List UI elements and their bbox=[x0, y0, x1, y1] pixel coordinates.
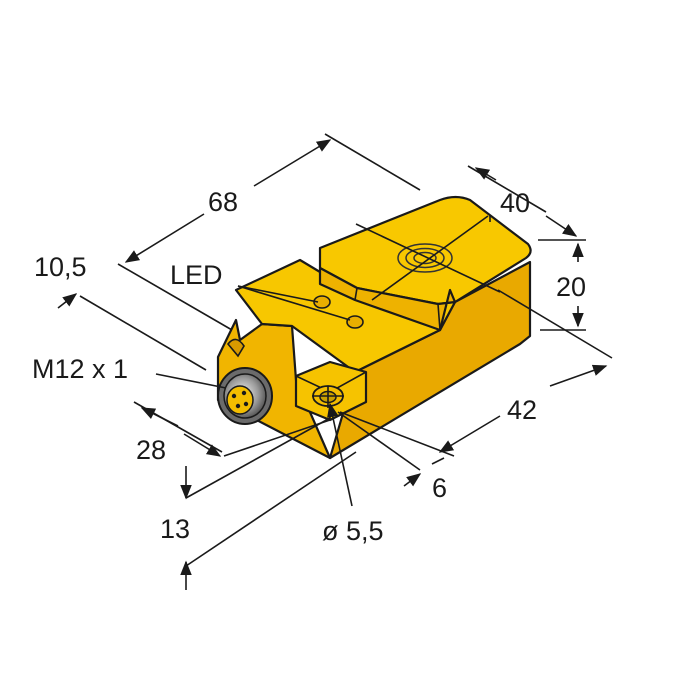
label-hole-diameter: ø 5,5 bbox=[322, 516, 384, 546]
diameter-leader bbox=[327, 402, 353, 507]
m12-connector-icon bbox=[217, 367, 273, 425]
led-leader-1 bbox=[237, 285, 319, 303]
led-leader-2 bbox=[237, 285, 351, 321]
dim-40-b bbox=[545, 215, 578, 237]
dimension-labels: 68 40 20 42 10,5 LED M12 x 1 28 6 ø 5,5 … bbox=[32, 187, 586, 546]
led-2 bbox=[346, 315, 364, 329]
ext-line-68-right bbox=[324, 133, 421, 191]
dimension-lines bbox=[57, 133, 613, 590]
label-hole-inset: 6 bbox=[432, 473, 447, 503]
dim-68-a bbox=[124, 213, 205, 263]
dim-6-tick bbox=[431, 457, 445, 465]
dim-28-a bbox=[140, 407, 179, 427]
dim-40-a bbox=[474, 167, 497, 181]
sensing-target-icon bbox=[355, 215, 501, 301]
step-edge-line bbox=[354, 287, 358, 301]
dim-42-a bbox=[438, 415, 501, 453]
label-length: 68 bbox=[208, 187, 238, 217]
ext-line-6 bbox=[337, 411, 421, 471]
label-mount-height: 13 bbox=[160, 514, 190, 544]
label-width: 40 bbox=[500, 188, 530, 218]
ext-line-10-5 bbox=[79, 295, 207, 371]
dim-42-b bbox=[549, 364, 608, 387]
led-indicators bbox=[313, 295, 364, 329]
dim-10-5 bbox=[57, 293, 78, 309]
label-depth: 28 bbox=[136, 435, 166, 465]
sensing-head-step bbox=[318, 266, 457, 332]
dim-28-b bbox=[183, 433, 222, 457]
ext-line-68-left bbox=[117, 263, 233, 331]
ext-line-13-top bbox=[185, 417, 331, 499]
label-led: LED bbox=[170, 260, 223, 290]
ext-line-42-right bbox=[497, 289, 613, 359]
ext-line-28-right bbox=[223, 419, 331, 457]
dim-68-b bbox=[253, 139, 332, 187]
dim-6 bbox=[403, 473, 422, 487]
step-edge-line bbox=[437, 303, 441, 331]
label-connector: M12 x 1 bbox=[32, 354, 128, 384]
label-hole-spacing: 42 bbox=[507, 395, 537, 425]
connector-leader bbox=[155, 373, 227, 389]
label-led-offset: 10,5 bbox=[34, 252, 87, 282]
label-height: 20 bbox=[556, 272, 586, 302]
ext-line-13-bot bbox=[185, 451, 357, 567]
front-notch bbox=[226, 338, 245, 358]
ext-line-42-left bbox=[339, 411, 455, 457]
sensor-housing bbox=[216, 195, 532, 460]
